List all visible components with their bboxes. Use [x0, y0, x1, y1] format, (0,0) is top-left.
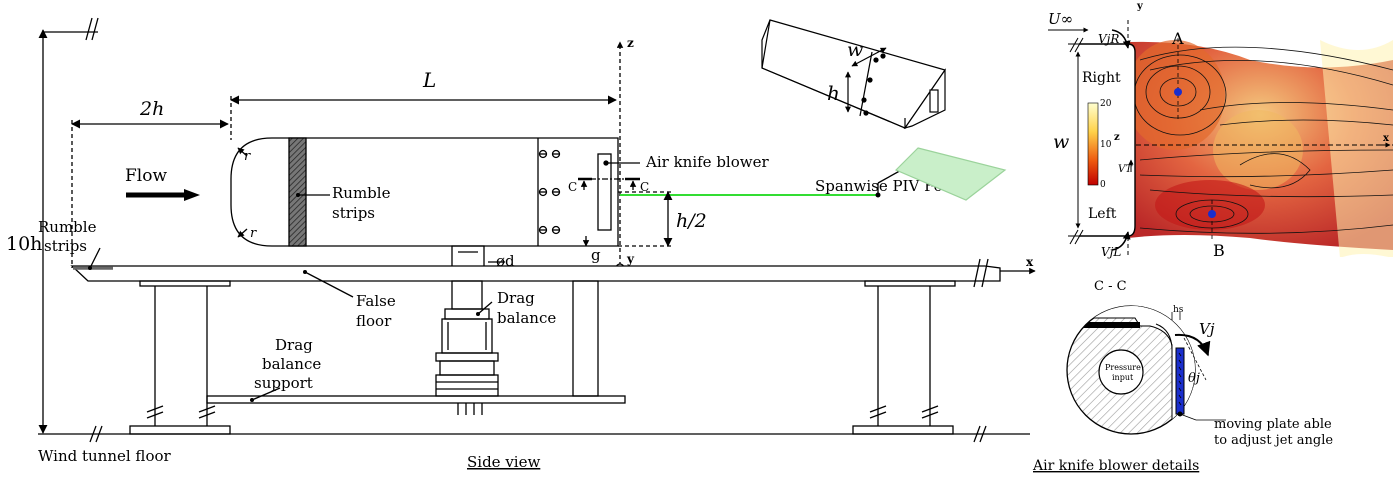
iso-w-label: w	[847, 39, 863, 61]
theta-j-label: θj	[1188, 371, 1200, 386]
left-label: Left	[1088, 206, 1117, 222]
detail-black-plate	[1067, 322, 1140, 328]
detail-caption: Air knife blower details	[1032, 458, 1199, 474]
piv-x-label: x	[1383, 133, 1390, 144]
v-jl-label: VjL	[1101, 245, 1121, 259]
break-mark	[91, 17, 99, 41]
support-line3: support	[254, 374, 313, 392]
break-mark	[85, 17, 93, 41]
point-a-label: A	[1171, 29, 1184, 48]
fastener-screws	[538, 149, 561, 235]
false-floor-line2: floor	[356, 312, 392, 330]
iso-h-label: h	[827, 81, 840, 105]
point-b-marker	[1208, 210, 1216, 218]
note-line1: moving plate able	[1214, 417, 1332, 432]
detail-labels: C - C hs Vj θj Pressure input moving pla…	[1032, 279, 1333, 474]
support-leader	[251, 387, 281, 401]
drag-balance-line1: Drag	[497, 289, 535, 307]
piv-panel	[1048, 20, 1393, 258]
y-axis-label: y	[626, 252, 635, 266]
r-top-label: r	[244, 149, 251, 164]
rumble-strips-floor-line1: Rumble	[38, 218, 97, 236]
false-floor-line1: False	[356, 292, 396, 310]
pressure-input-line2: input	[1112, 373, 1134, 382]
rumble-strips-floor-line2: strips	[44, 237, 87, 255]
section-c-right: C	[640, 180, 649, 194]
air-knife-blower	[597, 153, 612, 231]
rumble-strips-body	[288, 137, 307, 247]
drag-balance	[435, 280, 499, 415]
air-knife-label: Air knife blower	[645, 153, 769, 171]
wind-tunnel-floor-label: Wind tunnel floor	[38, 447, 172, 465]
iso-body-face	[903, 68, 946, 130]
x-axis-label: x	[1026, 255, 1034, 269]
spanwise-piv-label: Spanwise PIV FoV	[815, 177, 955, 195]
u-inf-label: U∞	[1048, 10, 1073, 28]
side-view-labels: L 2h 10h Flow r r Rumble strips Rumble s…	[6, 36, 1034, 471]
2h-label: 2h	[139, 98, 164, 120]
L-label: L	[422, 68, 436, 92]
point-b-label: B	[1213, 241, 1225, 260]
v-t-label: VT	[1118, 164, 1133, 175]
false-floor	[70, 265, 1001, 282]
vj-arrow	[1174, 333, 1211, 357]
iso-view	[761, 19, 1007, 201]
10h-label: 10h	[6, 233, 42, 255]
v-jr-label: VjR	[1098, 32, 1119, 46]
z-axis-label: z	[627, 36, 634, 50]
rumble-leader	[89, 247, 101, 269]
piv-y-label: y	[1136, 1, 1144, 12]
support-line1: Drag	[275, 336, 313, 354]
support-line2: balance	[262, 355, 321, 373]
note-line2: to adjust jet angle	[1214, 433, 1333, 448]
r-bottom-label: r	[250, 226, 257, 241]
phi-d-label: ød	[496, 252, 515, 270]
right-support-top	[864, 280, 956, 287]
right-label: Right	[1082, 70, 1121, 86]
iso-w-dimension	[851, 47, 887, 67]
piv-z-label: z	[1114, 132, 1120, 143]
vertical-post	[572, 280, 599, 397]
right-foot	[852, 425, 954, 435]
r-arrow-top	[237, 147, 248, 157]
note-leader	[1179, 413, 1197, 421]
vj-label: Vj	[1199, 320, 1215, 338]
bluff-body	[230, 137, 619, 247]
hs-label: hs	[1173, 305, 1184, 315]
piv-field	[1128, 30, 1393, 257]
left-support-top	[139, 280, 231, 287]
piv-labels: U∞ VjR VjL VT A B Right Left w z y x 20 …	[1048, 1, 1390, 260]
drag-balance-line2: balance	[497, 309, 556, 327]
rumble-strips-body-line1: Rumble	[332, 184, 391, 202]
colorbar	[1087, 102, 1099, 186]
detail-title: C - C	[1094, 279, 1127, 294]
colorbar-tick-20: 20	[1100, 99, 1112, 109]
rumble-strips-body-line2: strips	[332, 204, 375, 222]
piv-w-label: w	[1053, 131, 1069, 153]
h-half-label: h/2	[676, 210, 707, 232]
colorbar-tick-10: 10	[1100, 140, 1112, 150]
left-foot	[129, 425, 231, 435]
piv-body-outline	[1079, 43, 1136, 237]
drag-balance-support-beam	[206, 395, 626, 404]
side-view	[38, 17, 1036, 443]
false-floor-leader	[304, 271, 354, 298]
flow-label: Flow	[125, 166, 167, 186]
r-arrow-bottom	[237, 228, 248, 238]
side-view-caption: Side view	[467, 453, 540, 471]
g-label: g	[591, 246, 601, 264]
drag-strut	[451, 245, 485, 269]
pressure-input-line1: Pressure	[1105, 363, 1141, 372]
piv-fov-plane	[894, 147, 1007, 201]
section-c-left: C	[568, 180, 577, 194]
detail-cc	[1066, 305, 1226, 435]
pressure-input-circle	[1098, 349, 1144, 395]
point-a-marker	[1174, 88, 1182, 96]
colorbar-tick-0: 0	[1100, 180, 1106, 190]
